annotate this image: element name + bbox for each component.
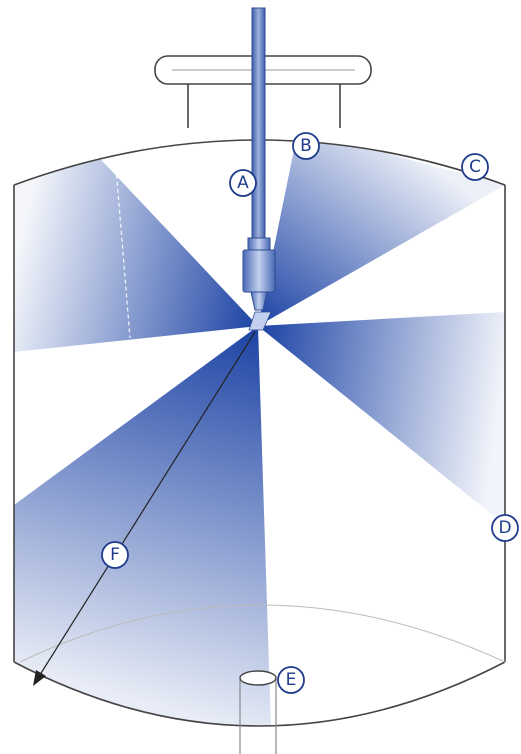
spray-cone-right — [258, 312, 505, 525]
callout-e-label: E — [286, 670, 297, 690]
callout-d-label: D — [498, 518, 511, 538]
spray-cone-lower-left — [14, 326, 272, 726]
spray-pattern — [14, 140, 505, 726]
dashed-guide-line — [115, 167, 131, 339]
callout-b-label: B — [300, 136, 312, 156]
spray-nozzle — [242, 237, 276, 331]
callout-c: C — [461, 153, 489, 181]
callout-a: A — [229, 169, 257, 197]
radius-arrow — [33, 331, 256, 686]
spray-cone-upper-left — [14, 148, 258, 352]
drain-opening — [239, 670, 277, 686]
callout-f: F — [101, 541, 129, 569]
callout-d: D — [491, 514, 519, 542]
callout-c-label: C — [469, 157, 481, 177]
spray-cone-upper-right — [258, 140, 505, 326]
feed-pipe — [251, 7, 266, 241]
tank-outline — [13, 139, 506, 727]
callout-a-label: A — [237, 173, 249, 193]
tank-bottom-edge — [13, 661, 506, 727]
tank-floor-back-edge — [19, 604, 506, 663]
callout-f-label: F — [110, 545, 120, 565]
drain-pipe — [239, 670, 277, 754]
neck-body — [187, 84, 341, 128]
callout-b: B — [292, 132, 320, 160]
callout-e: E — [277, 666, 305, 694]
